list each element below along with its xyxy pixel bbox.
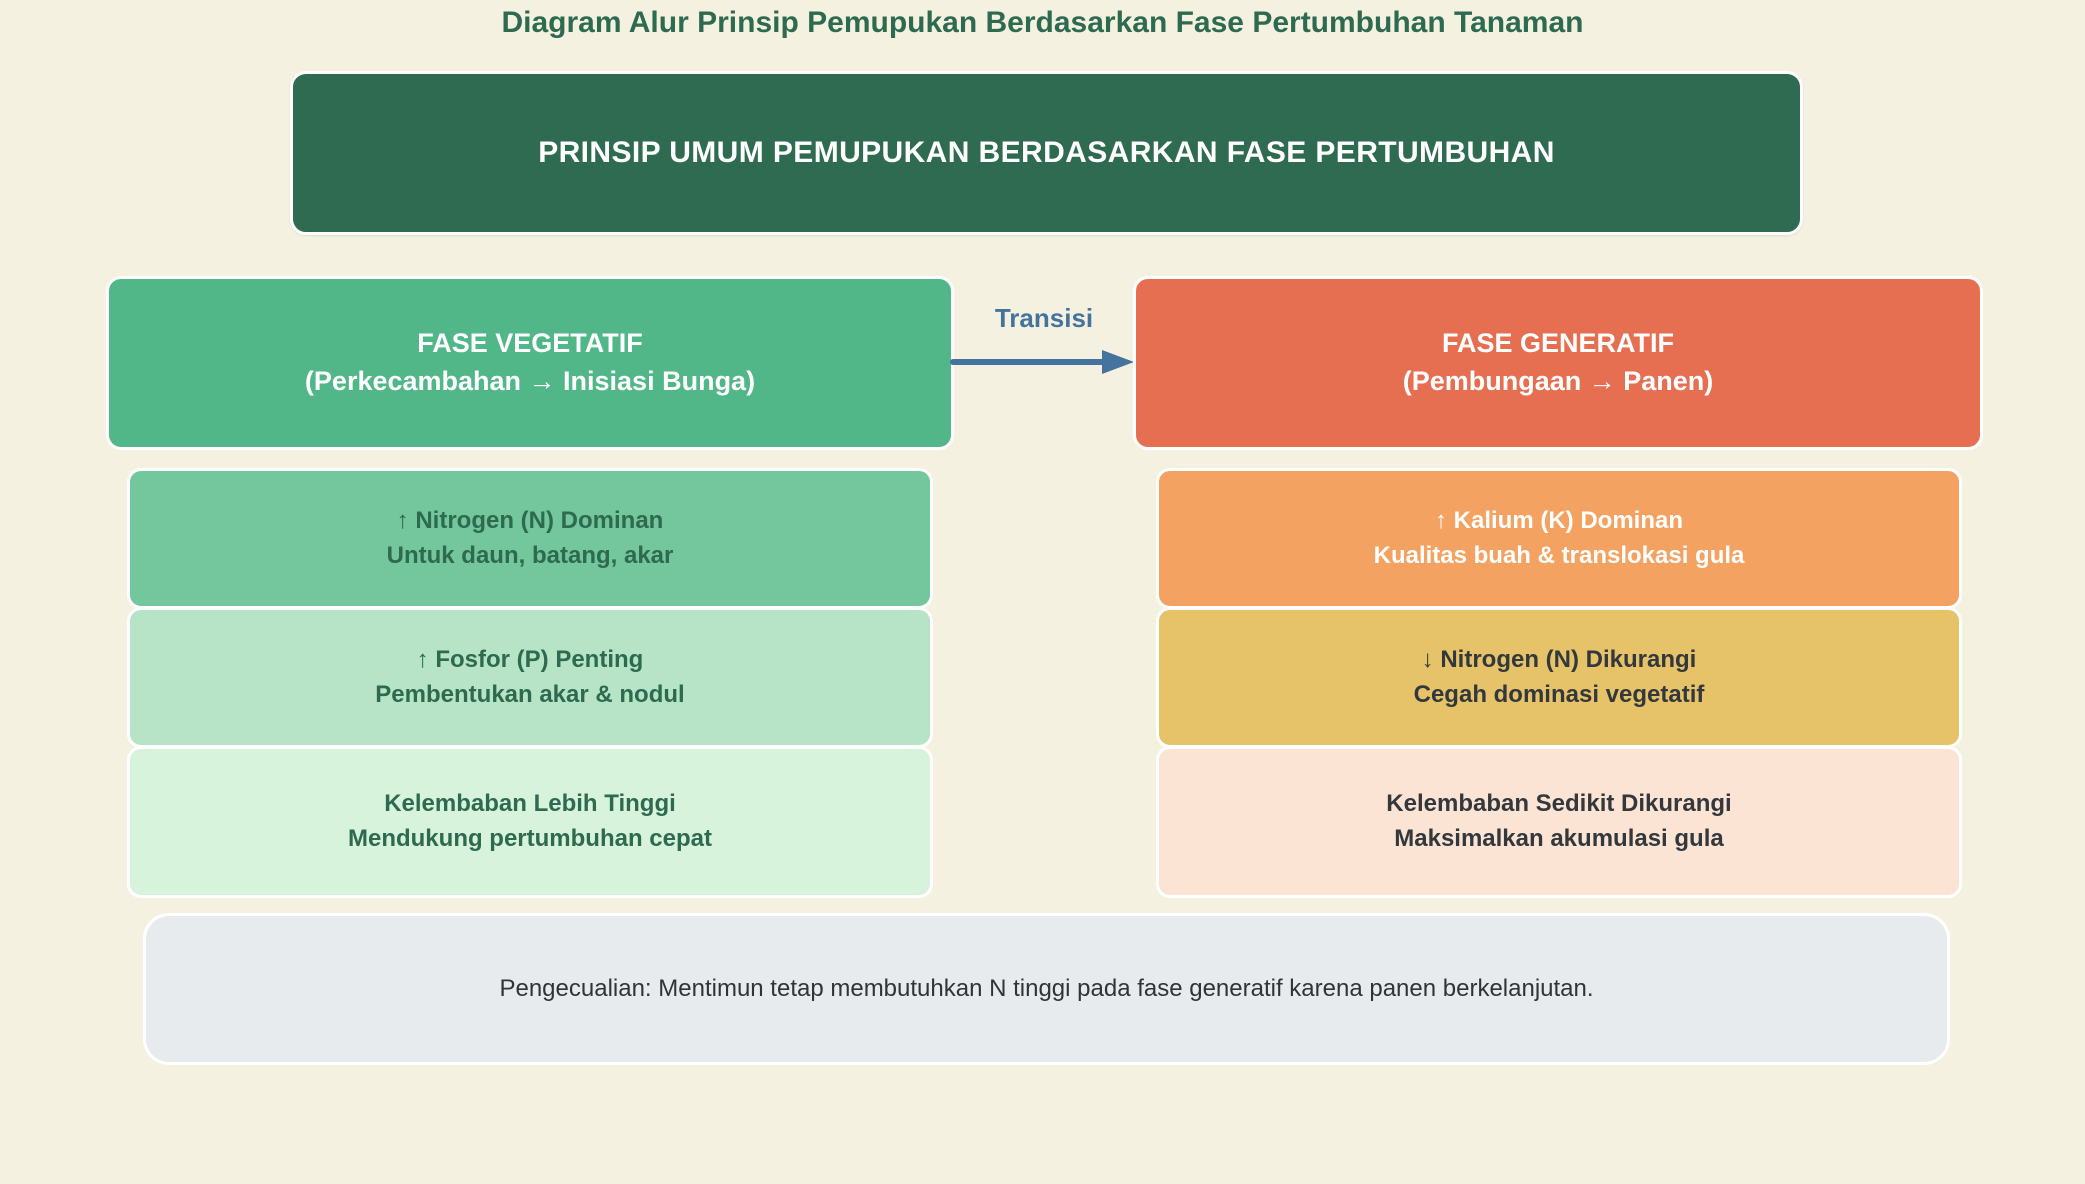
transition-label: Transisi bbox=[994, 303, 1094, 333]
node-line1: Kelembaban Sedikit Dikurangi bbox=[1386, 790, 1732, 818]
node-kelembaban-dikurangi: Kelembaban Sedikit Dikurangi Maksimalkan… bbox=[1156, 746, 1962, 898]
node-fase-generatif: FASE GENERATIF (Pembungaan → Panen) bbox=[1133, 276, 1983, 450]
note-text: Pengecualian: Mentimun tetap membutuhkan… bbox=[499, 975, 1594, 1003]
node-line2: Mendukung pertumbuhan cepat bbox=[347, 825, 712, 852]
node-line2: Maksimalkan akumulasi gula bbox=[1394, 825, 1724, 852]
node-fase-vegetatif: FASE VEGETATIF (Perkecambahan → Inisiasi… bbox=[106, 276, 954, 450]
node-line2: Cegah dominasi vegetatif bbox=[1413, 680, 1705, 708]
node-nitrogen-dikurangi: ↓ Nitrogen (N) Dikurangi Cegah dominasi … bbox=[1156, 607, 1962, 748]
transition-arrow-icon bbox=[950, 347, 1136, 382]
node-line1: ↑ Kalium (K) Dominan bbox=[1434, 506, 1683, 534]
header-label: PRINSIP UMUM PEMUPUKAN BERDASARKAN FASE … bbox=[538, 136, 1555, 169]
node-line1: ↑ Fosfor (P) Penting bbox=[416, 645, 644, 673]
node-header-prinsip-umum: PRINSIP UMUM PEMUPUKAN BERDASARKAN FASE … bbox=[290, 71, 1803, 235]
fase-generatif-title: FASE GENERATIF bbox=[1441, 328, 1675, 359]
node-line2: Untuk daun, batang, akar bbox=[386, 541, 674, 569]
node-line2: Kualitas buah & translokasi gula bbox=[1373, 541, 1745, 569]
node-fosfor-penting: ↑ Fosfor (P) Penting Pembentukan akar & … bbox=[127, 607, 933, 748]
node-line1: ↑ Nitrogen (N) Dominan bbox=[396, 506, 664, 534]
fase-generatif-subtitle: (Pembungaan → Panen) bbox=[1402, 366, 1714, 396]
node-pengecualian-note: Pengecualian: Mentimun tetap membutuhkan… bbox=[143, 913, 1950, 1065]
node-kelembaban-tinggi: Kelembaban Lebih Tinggi Mendukung pertum… bbox=[127, 746, 933, 898]
diagram-title: Diagram Alur Prinsip Pemupukan Berdasark… bbox=[501, 6, 1584, 39]
fase-vegetatif-subtitle: (Perkecambahan → Inisiasi Bunga) bbox=[304, 366, 756, 396]
node-nitrogen-dominan: ↑ Nitrogen (N) Dominan Untuk daun, batan… bbox=[127, 468, 933, 609]
node-line1: ↓ Nitrogen (N) Dikurangi bbox=[1421, 645, 1697, 673]
node-line1: Kelembaban Lebih Tinggi bbox=[384, 790, 676, 818]
node-line2: Pembentukan akar & nodul bbox=[375, 680, 685, 708]
node-kalium-dominan: ↑ Kalium (K) Dominan Kualitas buah & tra… bbox=[1156, 468, 1962, 609]
fase-vegetatif-title: FASE VEGETATIF bbox=[417, 328, 643, 359]
